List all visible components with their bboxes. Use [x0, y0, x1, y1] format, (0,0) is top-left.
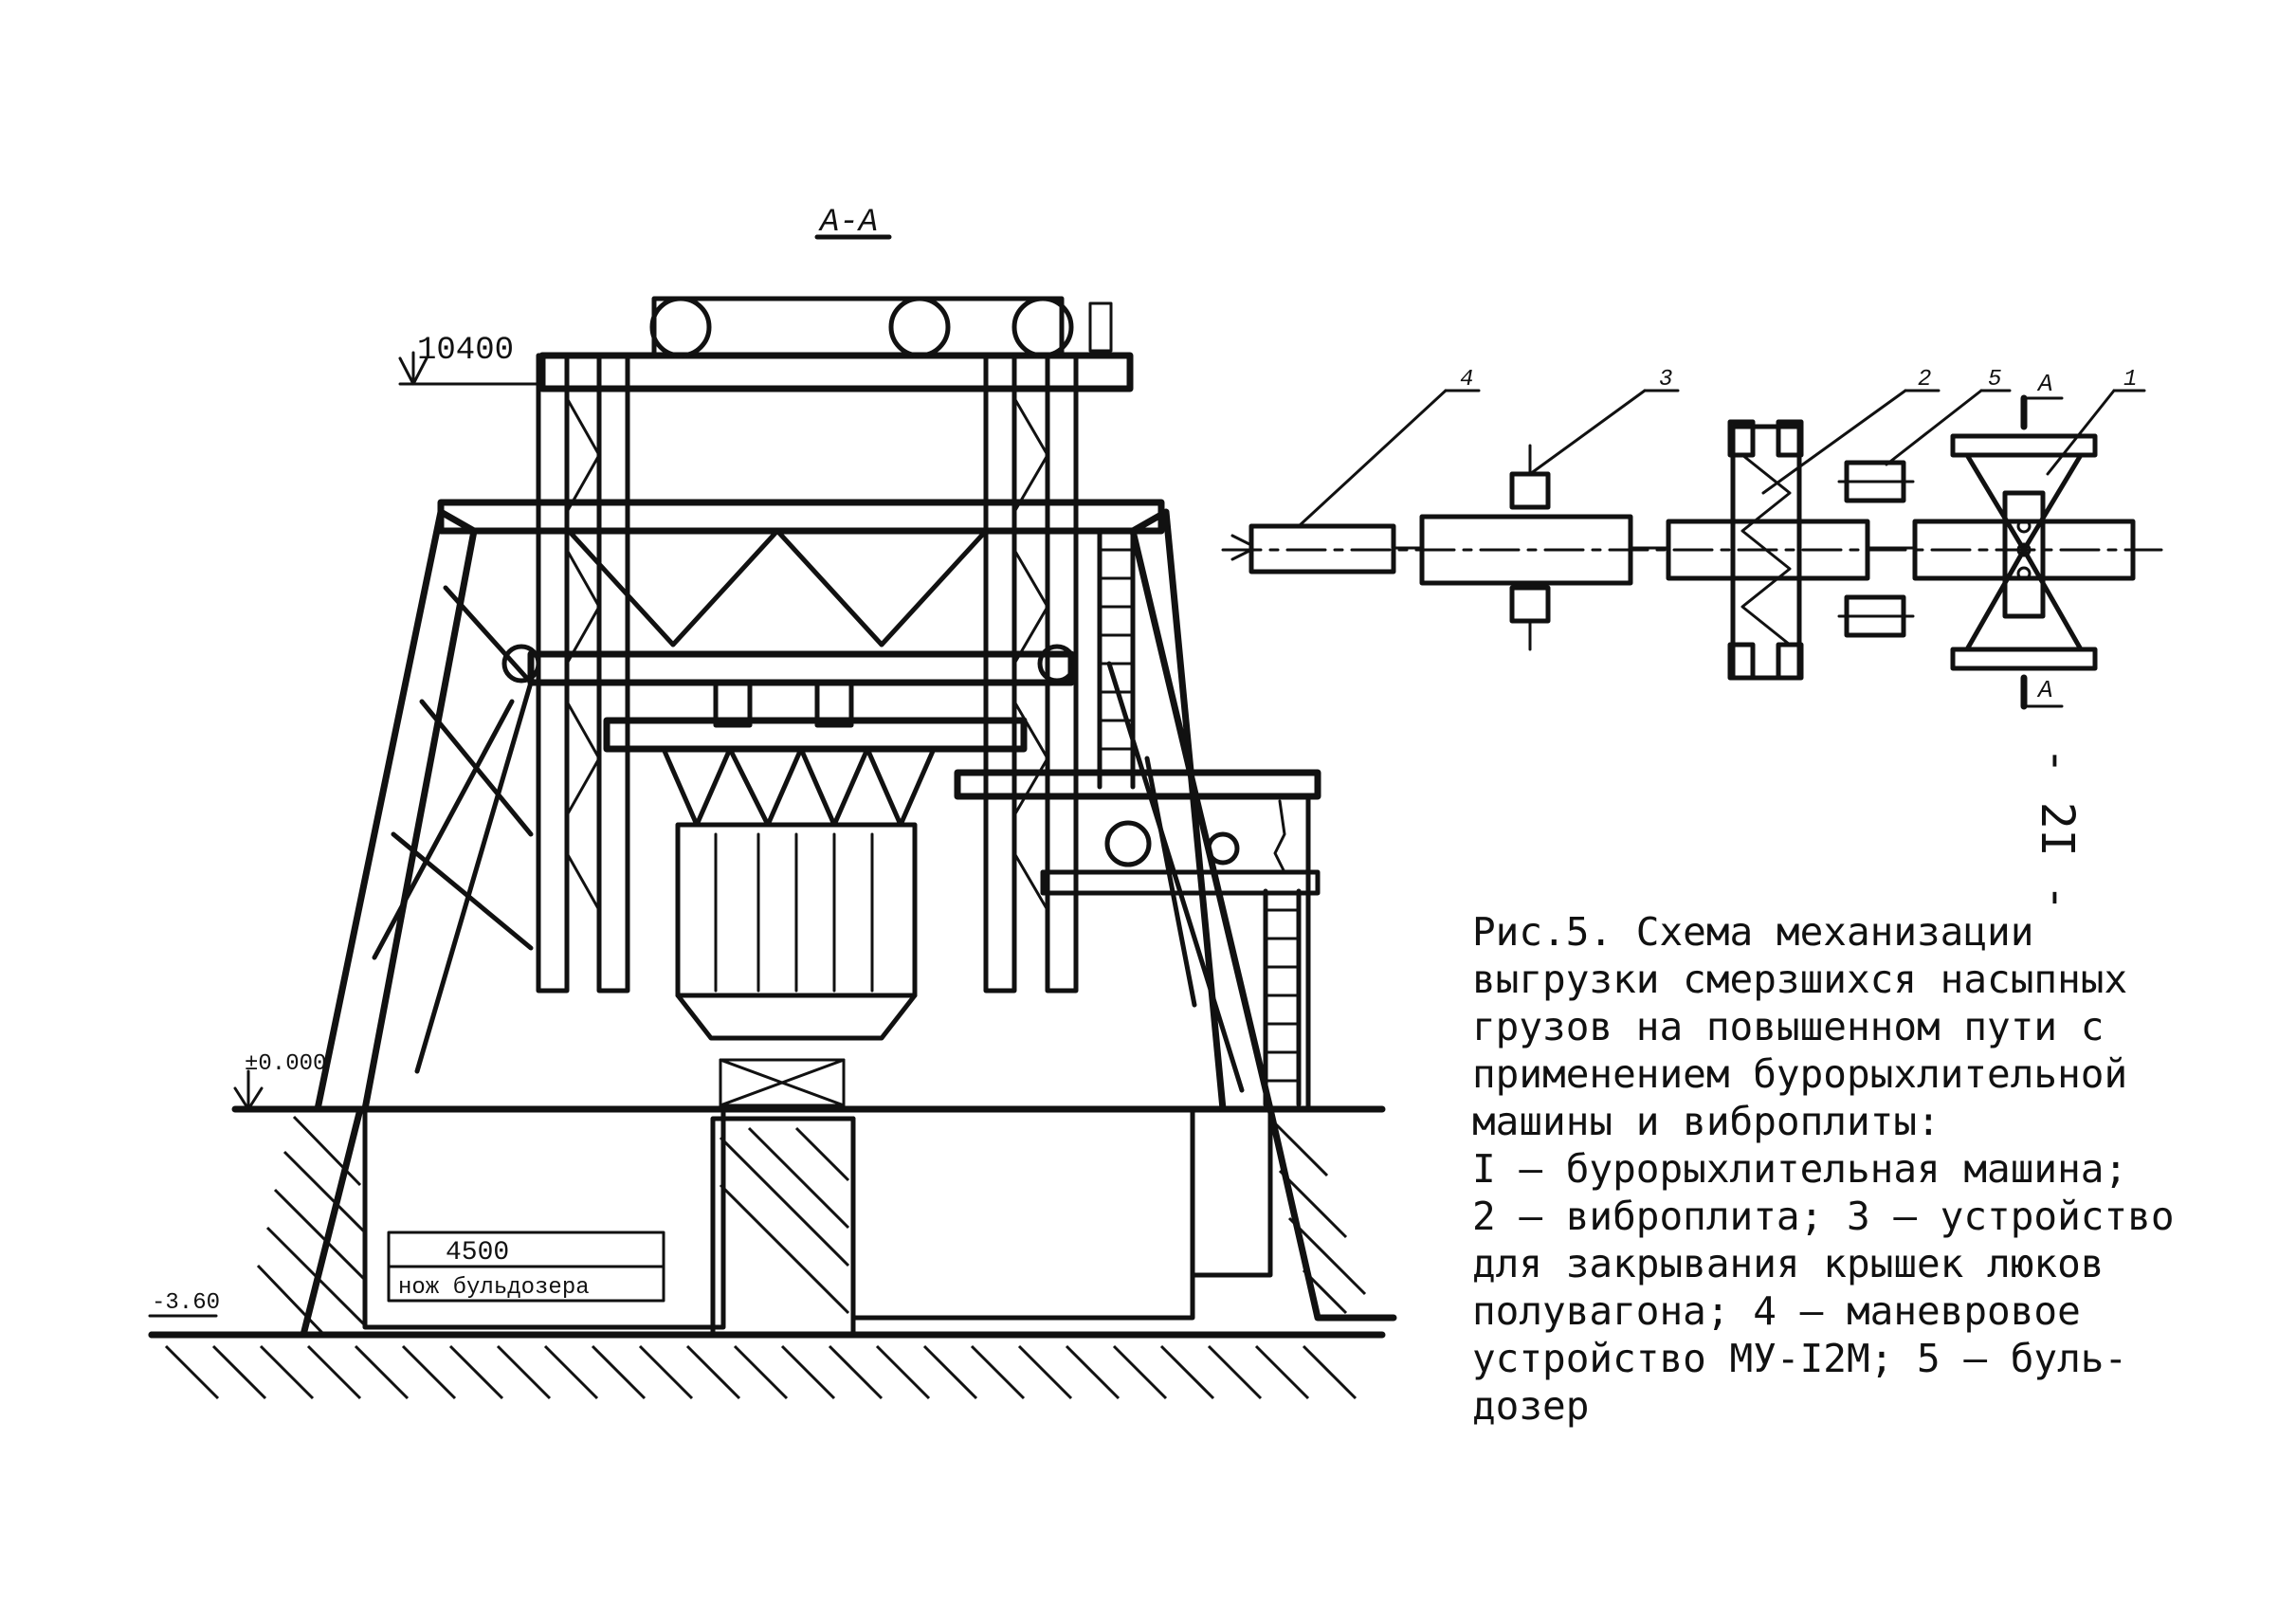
elevation-mark-pit: -3.60: [148, 1290, 237, 1337]
plan-view: А А 4 3 2 5 1: [1221, 367, 2163, 710]
svg-text:10400: 10400: [417, 333, 514, 369]
page-number: - 2I -: [2031, 747, 2084, 912]
caption-line: устройство МУ-I2М; 5 – буль-: [1472, 1336, 2128, 1381]
svg-text:А: А: [2036, 370, 2053, 398]
figure-caption: Рис.5. Схема механизации выгрузки смерзш…: [1472, 908, 2175, 1430]
caption-line: применением бурорыхлительной: [1472, 1051, 2128, 1097]
main-beams: [437, 499, 1165, 753]
callout-1: 1: [2123, 367, 2137, 392]
pit-sign: 4500 нож бульдозера: [387, 1231, 665, 1303]
caption-line: для закрывания крышек люков: [1472, 1241, 2105, 1286]
callout-2: 2: [1918, 367, 1931, 392]
caption-line: грузов на повышенном пути с: [1472, 1004, 2105, 1049]
caption-line: выгрузки смерзшихся насыпных: [1472, 957, 2128, 1002]
tower-columns: [536, 353, 1079, 994]
portal-legs: [314, 508, 1274, 1113]
drilling-machine: [1950, 433, 2098, 671]
ground-and-foundations: [148, 1105, 1397, 1400]
svg-text:А: А: [2036, 676, 2053, 704]
callout-4: 4: [1460, 367, 1473, 392]
caption-line: полувагона; 4 – маневровое: [1472, 1288, 2081, 1334]
staircase: [1097, 528, 1302, 1107]
elevation-mark-ground: ±0.000: [233, 1051, 326, 1111]
svg-text:нож бульдозера: нож бульдозера: [398, 1275, 590, 1301]
svg-text:±0.000: ±0.000: [245, 1051, 326, 1077]
section-view: А-А 10400 ±0.000 -3.60: [148, 205, 1397, 1400]
drilling-rig: [661, 680, 937, 1041]
caption-line: дозер: [1472, 1383, 1590, 1429]
bulldozers: [1837, 460, 1915, 638]
callout-5: 5: [1988, 367, 2001, 392]
svg-text:4500: 4500: [446, 1238, 509, 1267]
callout-leaders: [1297, 389, 2146, 528]
top-gantry: [538, 296, 1134, 392]
caption-line: I – бурорыхлительная машина;: [1472, 1146, 2128, 1192]
callout-3: 3: [1659, 367, 1672, 392]
section-cut-marks: А А: [2020, 370, 2064, 710]
vibroplate: [719, 1058, 846, 1107]
svg-text:-3.60: -3.60: [152, 1290, 220, 1316]
caption-line: 2 – виброплита; 3 – устройство: [1472, 1194, 2175, 1239]
vibroplate-frame: [1727, 419, 1804, 681]
side-platform: [954, 769, 1321, 1112]
elevation-mark-top: 10400: [398, 333, 542, 386]
caption-line: машины и виброплиты:: [1472, 1099, 1941, 1144]
soil-hatching: [164, 1115, 1367, 1400]
hatch-closing-device: [1509, 444, 1551, 651]
caption-line: Рис.5. Схема механизации: [1472, 909, 2034, 955]
